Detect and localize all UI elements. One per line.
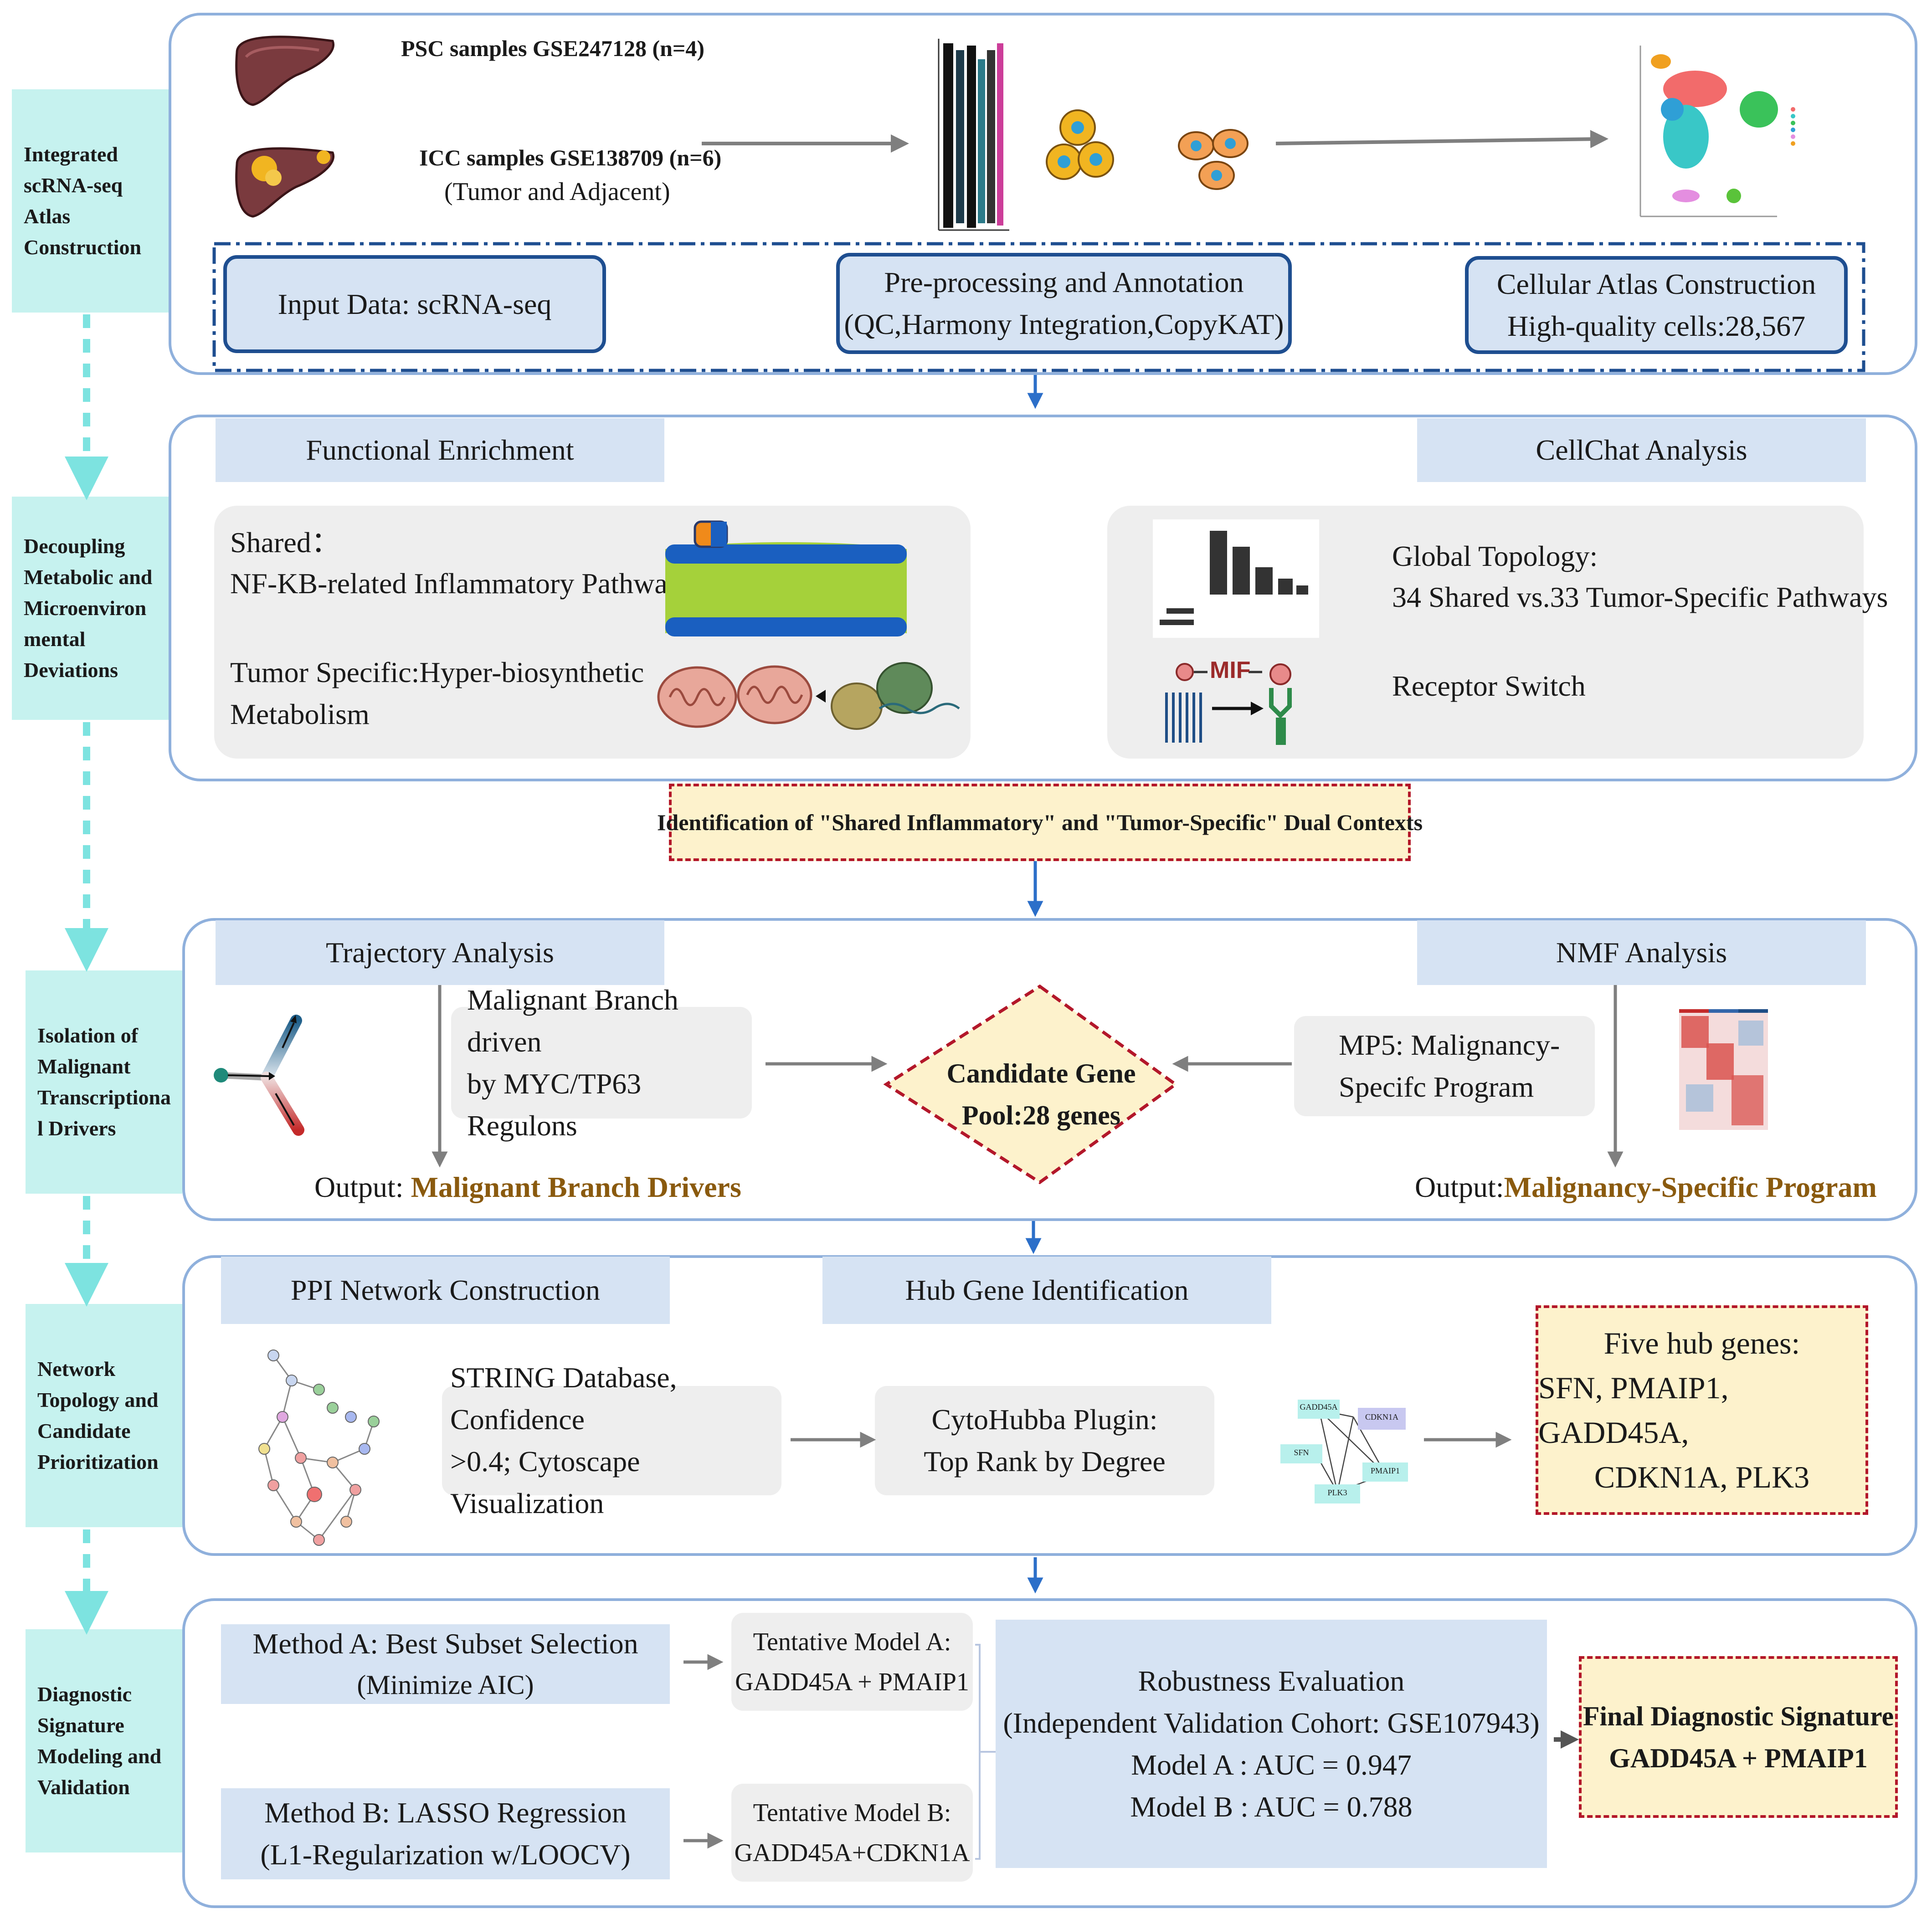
final-signature-box: Final Diagnostic Signature GADD45A + PMA… bbox=[1579, 1656, 1898, 1818]
cellchat-header: CellChat Analysis bbox=[1417, 418, 1866, 482]
preprocessing-box: Pre-processing and Annotation (QC,Harmon… bbox=[836, 253, 1292, 354]
umap-plot bbox=[1639, 46, 1795, 217]
arrow-to-umap bbox=[1275, 130, 1608, 149]
tentative-model-a: Tentative Model A: GADD45A + PMAIP1 bbox=[731, 1613, 973, 1711]
tentative-model-b: Tentative Model B: GADD45A+CDKN1A bbox=[731, 1784, 973, 1882]
malignant-branch-box: Malignant Branch driven by MYC/TP63 Regu… bbox=[451, 984, 752, 1142]
merge-bracket bbox=[975, 1644, 996, 1860]
shared-label: Shared： bbox=[230, 526, 340, 559]
input-frame bbox=[212, 242, 1865, 372]
functional-enrichment-header: Functional Enrichment bbox=[216, 418, 664, 482]
hub-node-gadd45a: GADD45A bbox=[1300, 1402, 1338, 1411]
icc-samples-label: ICC samples GSE138709 (n=6) bbox=[419, 145, 722, 170]
cell-icons-group bbox=[1046, 109, 1249, 190]
method-b-box: Method B: LASSO Regression (L1-Regulariz… bbox=[221, 1788, 670, 1879]
mif-label: MIF bbox=[1210, 657, 1251, 683]
shared-description: NF-KB-related Inflammatory Pathways bbox=[230, 567, 694, 600]
tumor-specific-line1: Tumor Specific:Hyper-biosynthetic bbox=[230, 656, 644, 688]
global-topology-line1: Global Topology: bbox=[1392, 540, 1598, 572]
ppi-header: PPI Network Construction bbox=[221, 1257, 670, 1324]
robustness-evaluation-box: Robustness Evaluation (Independent Valid… bbox=[996, 1620, 1547, 1868]
ppi-network-nodes bbox=[258, 1350, 380, 1546]
hub-node-sfn: SFN bbox=[1294, 1448, 1309, 1457]
hub-node-cdkn1a: CDKN1A bbox=[1365, 1412, 1398, 1421]
candidate-gene-diamond bbox=[883, 984, 1178, 1185]
psc-samples-label: PSC samples GSE247128 (n=4) bbox=[401, 36, 705, 61]
candidate-gene-label: Candidate Gene Pool:28 genes bbox=[946, 1058, 1136, 1130]
receptor-switch-icon bbox=[1165, 663, 1292, 745]
nmf-heatmap-icon bbox=[1679, 1009, 1768, 1130]
icc-note-label: (Tumor and Adjacent) bbox=[444, 178, 670, 206]
ribosome-icon bbox=[831, 662, 960, 730]
dual-context-box: Identification of "Shared Inflammatory" … bbox=[657, 784, 1423, 861]
mp5-box: MP5: Malignancy- Specifc Program bbox=[1294, 1016, 1595, 1116]
cellchat-bar-chart-icon bbox=[1153, 519, 1319, 638]
global-topology-line2: 34 Shared vs.33 Tumor-Specific Pathways bbox=[1392, 581, 1888, 613]
tumor-specific-line2: Metabolism bbox=[230, 698, 370, 730]
method-a-box: Method A: Best Subset Selection (Minimiz… bbox=[221, 1624, 670, 1704]
liver-icon-psc bbox=[235, 36, 334, 106]
hub-network-nodes bbox=[1280, 1400, 1408, 1503]
hub-node-plk3: PLK3 bbox=[1327, 1488, 1347, 1497]
output-malignant-branch: Output: Malignant Branch Drivers bbox=[314, 1171, 741, 1203]
sidebar-step-1: Integrated scRNA-seq Atlas Construction bbox=[12, 89, 169, 313]
trajectory-header: Trajectory Analysis bbox=[216, 920, 664, 985]
hub-node-pmaip1: PMAIP1 bbox=[1370, 1466, 1400, 1475]
five-hub-genes-box: Five hub genes: SFN, PMAIP1, GADD45A, CD… bbox=[1536, 1305, 1868, 1515]
output-malignancy-program: Output:Malignancy-Specific Program bbox=[1415, 1171, 1877, 1203]
sidebar-step-3: Isolation of Malignant Transcriptiona l … bbox=[26, 970, 182, 1194]
hub-gene-header: Hub Gene Identification bbox=[822, 1257, 1271, 1324]
sidebar-step-5: Diagnostic Signature Modeling and Valida… bbox=[26, 1629, 182, 1852]
liver-icon-icc bbox=[235, 147, 334, 218]
string-database-box: STRING Database, Confidence >0.4; Cytosc… bbox=[442, 1361, 781, 1519]
trajectory-icon bbox=[214, 1015, 304, 1136]
nmf-header: NMF Analysis bbox=[1417, 920, 1866, 985]
atlas-box: Cellular Atlas Construction High-quality… bbox=[1465, 256, 1848, 354]
receptor-switch-label: Receptor Switch bbox=[1392, 670, 1586, 702]
qc-violin-plot bbox=[938, 39, 1009, 231]
mitochondria-icon bbox=[657, 665, 826, 728]
sidebar-step-4: Network Topology and Candidate Prioritiz… bbox=[26, 1304, 182, 1527]
input-data-box: Input Data: scRNA-seq bbox=[223, 255, 606, 353]
cytohubba-box: CytoHubba Plugin: Top Rank by Degree bbox=[875, 1386, 1214, 1495]
sidebar-step-2: Decoupling Metabolic and Microenviron me… bbox=[12, 497, 169, 720]
membrane-channel-icon bbox=[665, 520, 907, 636]
